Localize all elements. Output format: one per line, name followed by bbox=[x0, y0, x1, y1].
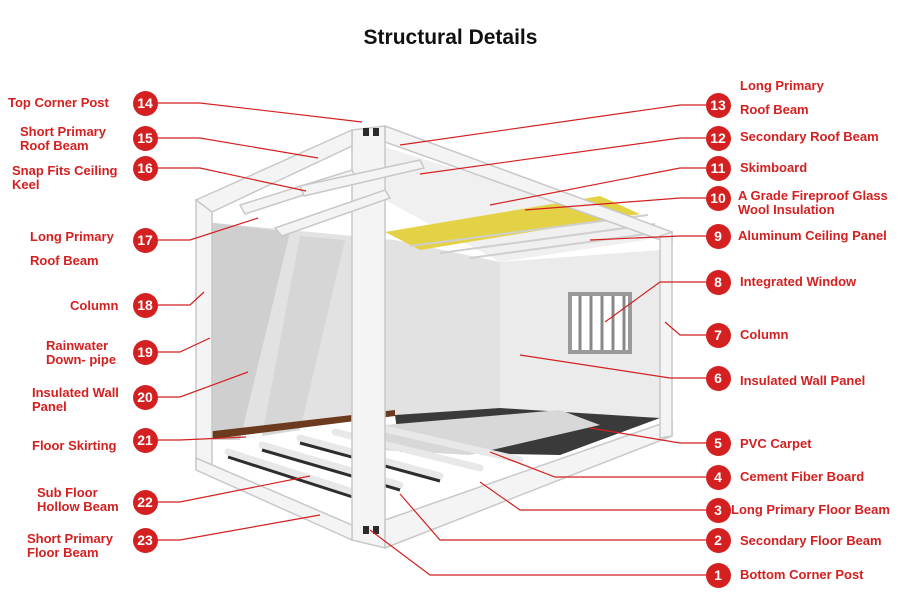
leader-12 bbox=[419, 137, 706, 175]
floor-skirting bbox=[205, 410, 395, 440]
badge-11: 11 bbox=[705, 155, 731, 181]
badge-18: 18 bbox=[132, 292, 158, 318]
label-19: Rainwater Down- pipe bbox=[46, 338, 117, 367]
label-3: Long Primary Floor Beam bbox=[731, 502, 890, 517]
badge-4: 4 bbox=[705, 464, 731, 490]
badge-16: 16 bbox=[132, 155, 158, 181]
badge-23: 23 bbox=[132, 527, 158, 553]
label-15: Short Primary Roof Beam bbox=[20, 124, 106, 153]
leader-22 bbox=[158, 475, 311, 503]
badge-5: 5 bbox=[705, 430, 731, 456]
badge-15: 15 bbox=[132, 125, 158, 151]
label-2: Secondary Floor Beam bbox=[740, 533, 882, 548]
corner-fittings bbox=[363, 128, 379, 534]
top-short-beam bbox=[194, 128, 353, 213]
label-5: PVC Carpet bbox=[740, 436, 812, 451]
label-14: Top Corner Post bbox=[8, 95, 109, 110]
badge-2: 2 bbox=[705, 527, 731, 553]
label-16: Snap Fits Ceiling Keel bbox=[12, 163, 118, 192]
diagram-title: Structural Details bbox=[363, 26, 538, 49]
label-1: Bottom Corner Post bbox=[740, 567, 864, 582]
label-4: Cement Fiber Board bbox=[740, 469, 865, 484]
badge-19: 19 bbox=[132, 339, 158, 365]
badge-20: 20 bbox=[132, 384, 158, 410]
leader-18 bbox=[158, 291, 205, 306]
label-11: Skimboard bbox=[740, 160, 808, 175]
window-bars bbox=[578, 296, 626, 350]
outer-frame bbox=[194, 124, 673, 550]
leader-6 bbox=[519, 354, 706, 379]
leader-10 bbox=[524, 197, 706, 211]
roof-secondary-beam-3 bbox=[298, 159, 426, 197]
leader-15 bbox=[158, 137, 319, 159]
label-9: Aluminum Ceiling Panel bbox=[738, 228, 887, 243]
label-20: Insulated Wall Panel bbox=[32, 385, 119, 414]
label-8: Integrated Window bbox=[740, 274, 857, 289]
label-10: A Grade Fireproof Glass Wool Insulation bbox=[738, 188, 888, 217]
label-13: Long Primary Roof Beam bbox=[740, 78, 824, 117]
badge-13: 13 bbox=[705, 92, 731, 118]
leader-16 bbox=[158, 167, 307, 192]
label-17: Long Primary Roof Beam bbox=[30, 229, 114, 268]
label-21: Floor Skirting bbox=[32, 438, 117, 453]
label-23: Short Primary Floor Beam bbox=[27, 531, 113, 560]
badge-6: 6 bbox=[705, 365, 731, 391]
leader-21 bbox=[158, 436, 247, 441]
label-6: Insulated Wall Panel bbox=[740, 373, 866, 388]
badge-8: 8 bbox=[705, 269, 731, 295]
label-22: Sub Floor Hollow Beam bbox=[37, 485, 119, 514]
leader-23 bbox=[158, 514, 321, 541]
badge-12: 12 bbox=[705, 125, 731, 151]
front-column bbox=[351, 125, 386, 549]
leader-lines bbox=[158, 102, 706, 576]
leader-13 bbox=[399, 104, 706, 146]
leader-14 bbox=[158, 102, 363, 123]
leader-20 bbox=[158, 371, 249, 398]
leader-11 bbox=[489, 167, 706, 206]
badge-17: 17 bbox=[132, 227, 158, 253]
leader-3 bbox=[479, 481, 706, 511]
label-12: Secondary Roof Beam bbox=[740, 129, 879, 144]
label-18: Column bbox=[70, 298, 119, 313]
bottom-short-beam bbox=[195, 456, 353, 542]
badge-21: 21 bbox=[132, 427, 158, 453]
leader-8 bbox=[604, 281, 706, 323]
leader-2 bbox=[399, 493, 706, 541]
badge-7: 7 bbox=[705, 322, 731, 348]
left-back-column bbox=[195, 199, 213, 471]
leader-5 bbox=[589, 427, 706, 444]
leader-7 bbox=[664, 321, 706, 336]
leader-9 bbox=[589, 235, 706, 241]
right-column bbox=[659, 230, 673, 439]
badge-10: 10 bbox=[705, 185, 731, 211]
badge-14: 14 bbox=[132, 90, 158, 116]
leader-19 bbox=[158, 337, 211, 353]
badge-1: 1 bbox=[705, 562, 731, 588]
roof-secondary-beam-2 bbox=[273, 189, 392, 237]
leader-17 bbox=[158, 217, 259, 241]
badge-9: 9 bbox=[705, 223, 731, 249]
left-wall-shade bbox=[205, 222, 290, 440]
wall-shadow-band bbox=[262, 236, 345, 436]
label-7: Column bbox=[740, 327, 789, 342]
badge-22: 22 bbox=[132, 489, 158, 515]
leader-1 bbox=[369, 529, 706, 576]
badge-3: 3 bbox=[705, 497, 731, 523]
leader-4 bbox=[489, 451, 706, 478]
